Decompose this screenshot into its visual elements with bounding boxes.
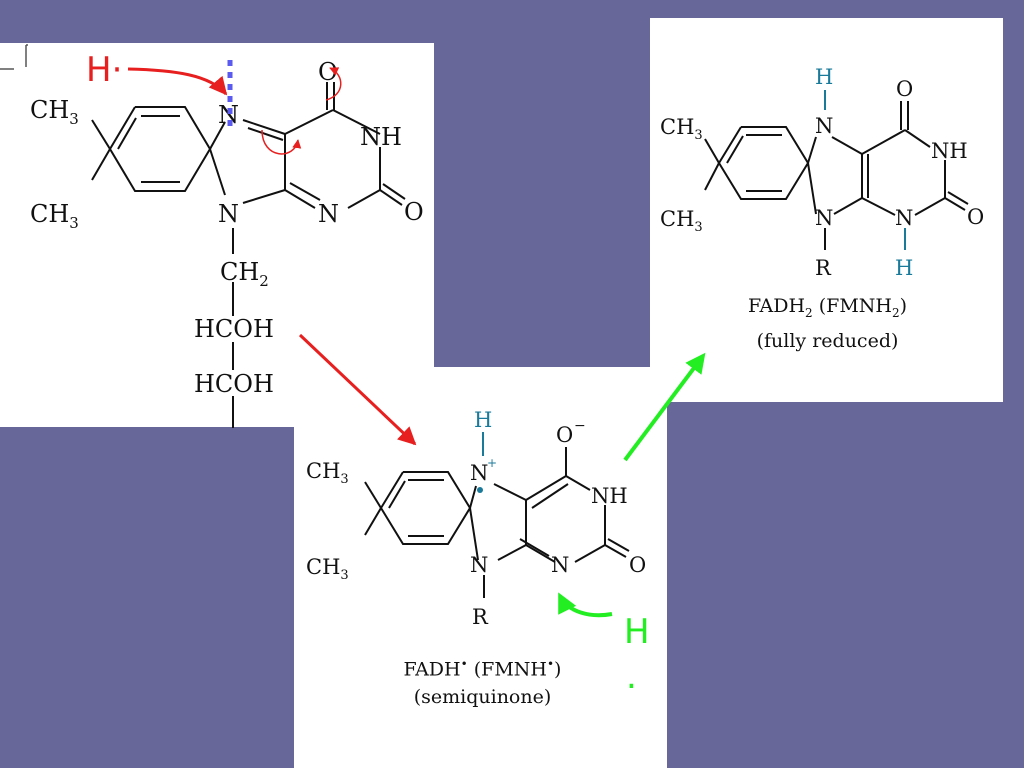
semiquinone-caption: FADH• (FMNH•) (semiquinone) bbox=[350, 650, 615, 711]
h-attack-arrow bbox=[127, 67, 228, 96]
oxidized-flavin-panel bbox=[0, 43, 434, 427]
reduced-methyl-bottom: CH3 bbox=[660, 207, 703, 235]
semi-n-charge: + bbox=[487, 456, 497, 470]
semi-nh: NH bbox=[591, 484, 628, 508]
methyl-bottom-label: CH3 bbox=[30, 200, 79, 232]
semi-o-charge: − bbox=[574, 418, 586, 434]
reduced-h-bottom: H bbox=[895, 256, 913, 280]
semi-n-top: N bbox=[470, 461, 488, 485]
semi-r: R bbox=[472, 605, 489, 629]
h-green-dot: . bbox=[626, 657, 637, 697]
semi-o-right: O bbox=[629, 553, 646, 577]
methyl-top-label: CH3 bbox=[30, 96, 79, 128]
hcoh-2-label: HCOH bbox=[194, 370, 274, 398]
semi-n-bottom: N bbox=[470, 553, 488, 577]
semi-n-right: N bbox=[551, 553, 569, 577]
carbonyl-top-label: O bbox=[318, 58, 338, 86]
h-green-arrow bbox=[558, 592, 613, 618]
reduced-structure bbox=[704, 101, 969, 250]
hcoh-1-label: HCOH bbox=[194, 315, 274, 343]
semiquinone-structure bbox=[364, 447, 630, 598]
semi-h-top: H bbox=[474, 408, 492, 432]
reduced-methyl-top: CH3 bbox=[660, 115, 703, 143]
reduced-caption: FADH2 (FMNH2) (fully reduced) bbox=[700, 292, 955, 355]
oxidized-flavin-labels: CH3 CH3 N N N O NH O CH2 HCOH HCOH bbox=[30, 58, 424, 398]
semi-radical-dot bbox=[477, 487, 483, 493]
reduced-caption-line2: (fully reduced) bbox=[756, 329, 899, 352]
to-reduced-arrow bbox=[623, 352, 706, 462]
semiquinone-caption-line2: (semiquinone) bbox=[413, 686, 552, 709]
reduced-o-top: O bbox=[896, 77, 913, 101]
reduced-n-right: N bbox=[895, 206, 913, 230]
nh-label: NH bbox=[360, 123, 402, 151]
radical-h-label: H· bbox=[86, 50, 122, 90]
semi-methyl-bottom: CH3 bbox=[306, 555, 349, 583]
semi-o-top: O bbox=[556, 423, 573, 447]
ch2-label: CH2 bbox=[220, 258, 269, 290]
fully-reduced-panel bbox=[650, 18, 1003, 402]
reduced-nh: NH bbox=[931, 139, 968, 163]
reduced-n-top: N bbox=[815, 114, 833, 138]
semi-methyl-top: CH3 bbox=[306, 459, 349, 487]
semiquinone-panel bbox=[294, 367, 667, 768]
to-semiquinone-arrow bbox=[298, 333, 417, 446]
semiquinone-caption-line1: FADH• (FMNH•) bbox=[403, 657, 562, 681]
n-right-label: N bbox=[318, 200, 339, 228]
electron-arrow-1 bbox=[261, 129, 302, 155]
n-bottom-label: N bbox=[218, 200, 239, 228]
semiquinone-labels: CH3 CH3 N + N N O − NH O R H bbox=[306, 408, 646, 629]
electron-arrow-2 bbox=[325, 67, 342, 101]
oxidized-flavin-structure bbox=[91, 82, 406, 428]
reduced-h-top: H bbox=[815, 65, 833, 89]
carbonyl-right-label: O bbox=[404, 198, 424, 226]
h-green-label: H bbox=[624, 612, 650, 652]
panel-corner-mark bbox=[0, 44, 28, 70]
reduced-o-right: O bbox=[967, 205, 984, 229]
reduced-labels: CH3 CH3 N N N O NH O R H H bbox=[660, 65, 984, 280]
reduced-n-bottom: N bbox=[815, 206, 833, 230]
reduced-caption-line1: FADH2 (FMNH2) bbox=[747, 295, 908, 320]
reduced-r: R bbox=[815, 256, 832, 280]
n-top-label: N bbox=[218, 101, 239, 129]
